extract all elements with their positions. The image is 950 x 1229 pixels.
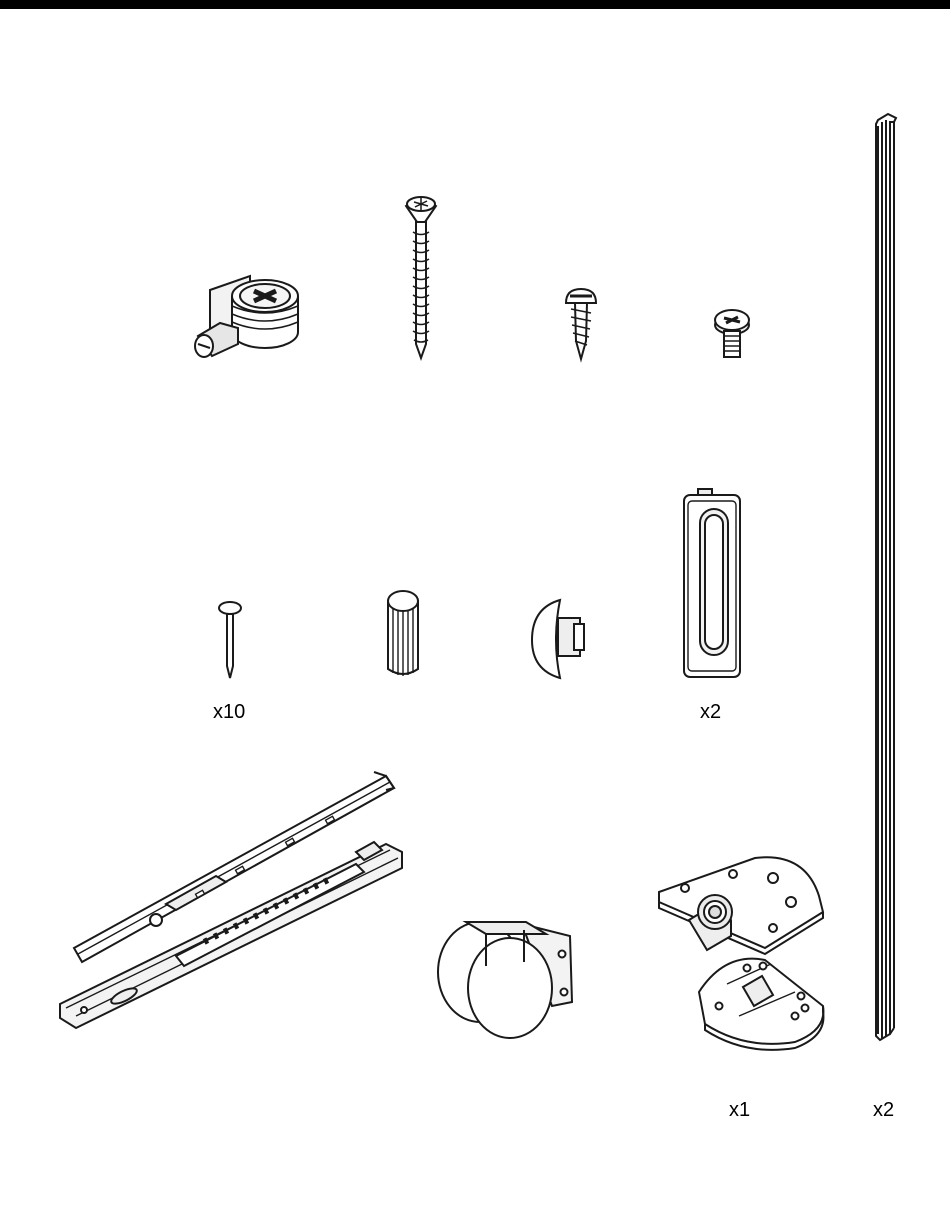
quantity-label-nail: x10 — [213, 702, 245, 722]
cover-cap — [530, 598, 590, 682]
cam-lock-fitting — [190, 268, 302, 368]
wood-screw — [563, 287, 599, 361]
hinge-mounting-plate — [655, 856, 831, 1052]
wooden-dowel — [385, 589, 421, 679]
machine-screw — [713, 307, 751, 361]
nail — [218, 598, 244, 680]
long-screw — [403, 194, 439, 360]
quantity-label-recessed-handle: x2 — [700, 702, 721, 722]
recessed-handle — [678, 485, 744, 681]
caster-wheel — [434, 906, 584, 1042]
aluminium-rail-profile — [872, 112, 900, 1044]
drawer-slide-rail — [56, 768, 408, 1030]
quantity-label-hinge-plate: x1 — [729, 1100, 750, 1120]
quantity-label-rail-profile: x2 — [873, 1100, 894, 1120]
header-band — [0, 0, 950, 9]
